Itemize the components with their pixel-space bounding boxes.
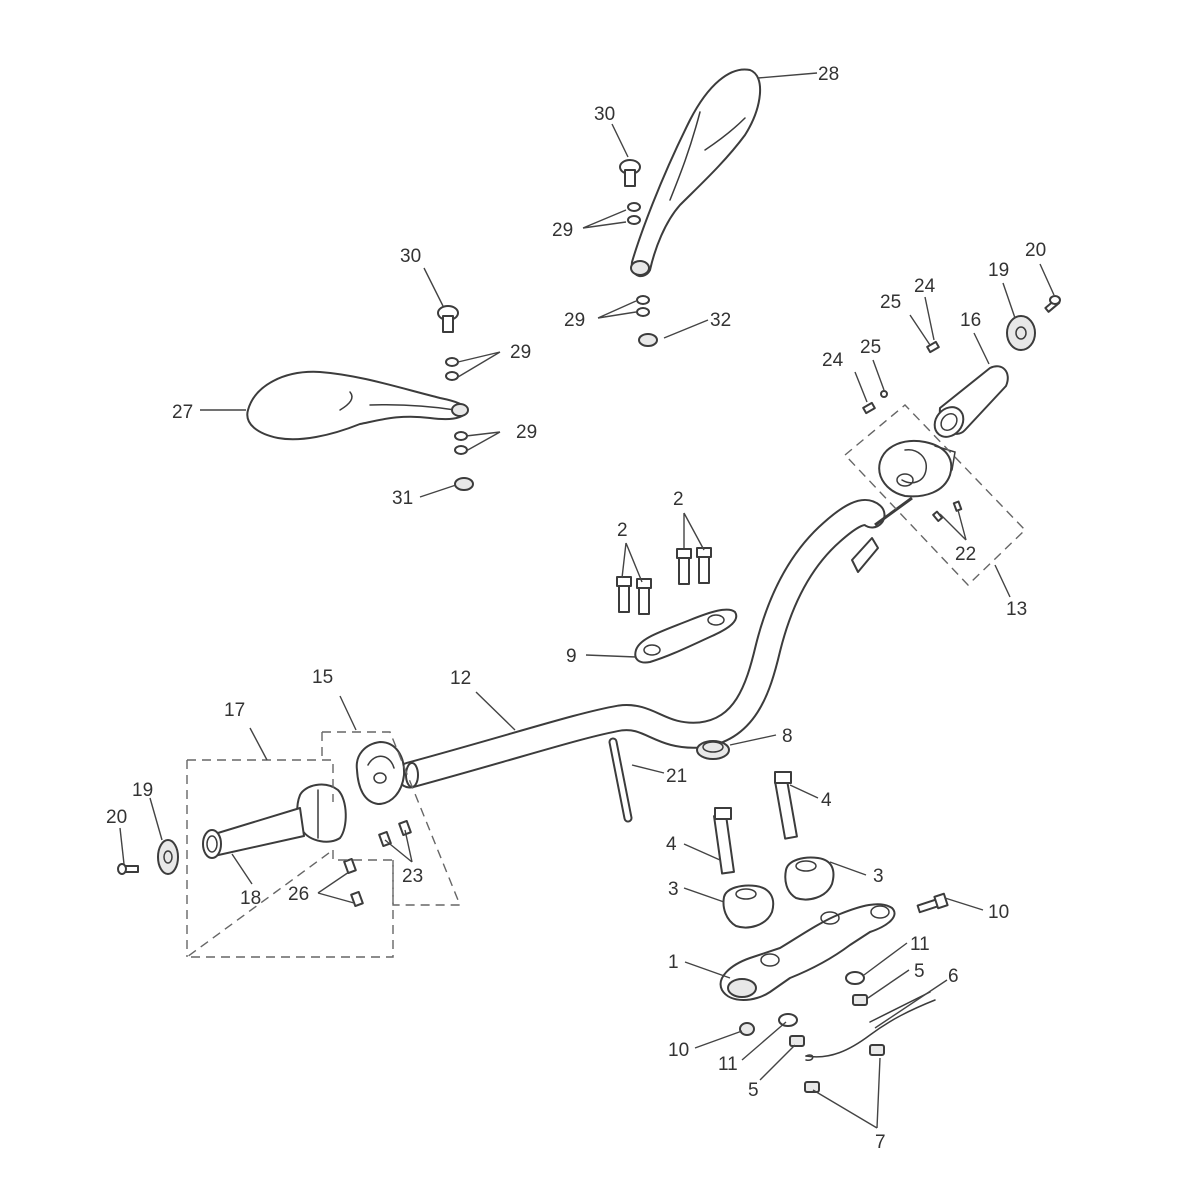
callout-3: 3 [873, 866, 884, 887]
callout-25: 25 [860, 337, 881, 358]
callout-18: 18 [240, 888, 261, 909]
callout-2: 2 [673, 489, 684, 510]
callout-6: 6 [948, 966, 959, 987]
callout-20: 20 [1025, 240, 1046, 261]
callout-5: 5 [914, 961, 925, 982]
callout-28: 28 [818, 64, 839, 85]
callout-30: 30 [594, 104, 615, 125]
handlebar [396, 499, 886, 789]
callout-10: 10 [988, 902, 1009, 923]
callout-26: 26 [288, 884, 309, 905]
switch-housing-right [851, 440, 963, 573]
callout-30: 30 [400, 246, 421, 267]
callout-8: 8 [782, 726, 793, 747]
switch-housing-left [355, 741, 412, 848]
bar-end-weight-right [1006, 315, 1036, 351]
callout-22: 22 [955, 544, 976, 565]
mirror-bolt [437, 305, 459, 333]
washer [445, 202, 650, 455]
yoke-bolt [739, 892, 949, 1036]
grip-right [933, 365, 1009, 438]
callout-27: 27 [172, 402, 193, 423]
callout-19: 19 [132, 780, 153, 801]
callout-23: 23 [402, 866, 423, 887]
spacer [696, 740, 730, 760]
assembly-outline-13 [843, 404, 1026, 586]
callout-29: 29 [516, 422, 537, 443]
leader-lines [119, 72, 1055, 1129]
nut [454, 333, 658, 491]
callout-13: 13 [1006, 599, 1027, 620]
screw [343, 857, 364, 908]
assembly-outline-15 [321, 731, 462, 906]
riser [722, 856, 835, 929]
nut [804, 1044, 885, 1093]
bar-end-weight-left [157, 839, 179, 875]
callout-29: 29 [552, 220, 573, 241]
clamp-bolt [616, 547, 712, 615]
mirror-left [246, 370, 469, 441]
callout-labels: 28 30 29 29 32 30 29 27 29 31 20 19 24 2… [106, 64, 1046, 1153]
handlebar-end [405, 762, 419, 788]
callout-32: 32 [710, 310, 731, 331]
callout-20: 20 [106, 807, 127, 828]
callout-7: 7 [875, 1132, 886, 1153]
washer [778, 971, 865, 1027]
callout-29: 29 [564, 310, 585, 331]
nut [789, 994, 868, 1047]
callout-3: 3 [668, 879, 679, 900]
wire-tie [805, 991, 936, 1061]
callout-11: 11 [718, 1054, 738, 1075]
mirror-bolt [619, 159, 641, 187]
callout-9: 9 [566, 646, 577, 667]
callout-17: 17 [224, 700, 245, 721]
callout-24: 24 [914, 276, 936, 297]
callout-21: 21 [666, 766, 687, 787]
throttle-grip-left [202, 783, 347, 859]
callout-2: 2 [617, 520, 628, 541]
callout-12: 12 [450, 668, 471, 689]
callout-15: 15 [312, 667, 333, 688]
support-rod [608, 737, 633, 823]
bar-end-bolt-right [1044, 295, 1061, 313]
callout-5: 5 [748, 1080, 759, 1101]
callout-1: 1 [668, 952, 679, 973]
callout-4: 4 [666, 834, 677, 855]
bar-end-bolt-left [117, 863, 139, 875]
screw [862, 340, 940, 415]
callout-10: 10 [668, 1040, 689, 1061]
callout-31: 31 [392, 488, 413, 509]
top-yoke [719, 903, 896, 1001]
assembly-outline-17 [184, 759, 394, 958]
mirror-right [630, 68, 762, 278]
callout-4: 4 [821, 790, 832, 811]
upper-clamp [634, 608, 738, 664]
callout-25: 25 [880, 292, 901, 313]
callout-29: 29 [510, 342, 531, 363]
riser-bolt [713, 771, 798, 875]
callout-19: 19 [988, 260, 1009, 281]
callout-24: 24 [822, 350, 844, 371]
callout-16: 16 [960, 310, 981, 331]
callout-11: 11 [910, 934, 930, 955]
